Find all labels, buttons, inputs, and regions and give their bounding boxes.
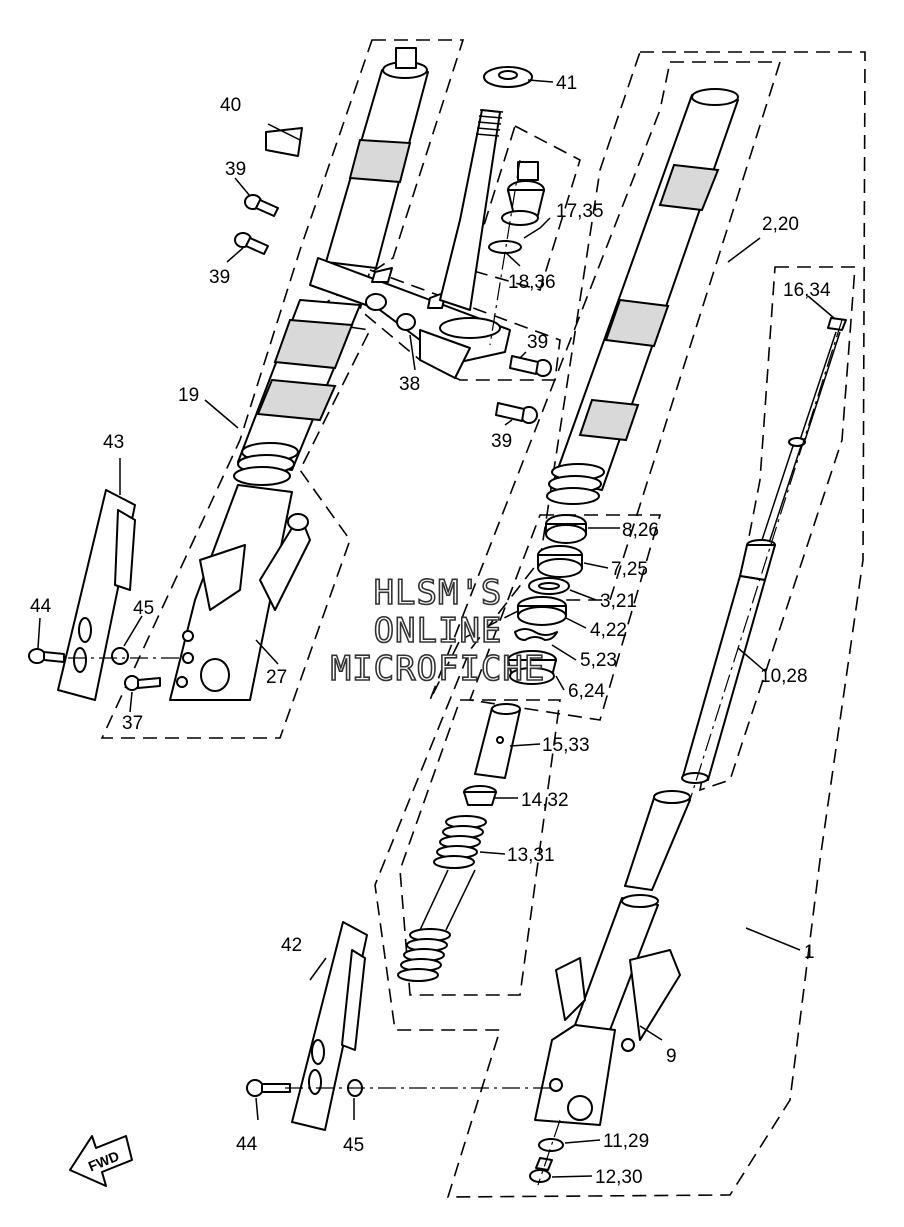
- callout-17-35: 17,35: [556, 201, 604, 222]
- cap-bolt-17: [488, 161, 545, 254]
- bolt-44-lower: [246, 1079, 291, 1097]
- fork-spring-13: [397, 815, 487, 982]
- outline-damper-rod: [698, 266, 856, 792]
- steering-stem: [439, 66, 533, 311]
- group-outlines: [100, 39, 866, 1198]
- bolts-39: [234, 194, 552, 424]
- bolt-39-upper-2: [234, 232, 269, 255]
- spring-seat-14: [463, 785, 497, 806]
- outline-cap-bolt: [468, 124, 581, 291]
- o-ring-18: [488, 240, 522, 254]
- fork-guard-42: [291, 921, 368, 1131]
- callout-8-26: 8,26: [622, 520, 659, 541]
- callout-16-34: 16,34: [783, 280, 831, 301]
- outline-inner-tube: [429, 61, 782, 701]
- stem-thread: [475, 109, 504, 137]
- callout-39-c: 39: [527, 332, 548, 353]
- bolt-12: [529, 1157, 553, 1183]
- watermark: HLSM'S ONLINE MICROFICHE: [330, 572, 546, 690]
- outline-bracket: [359, 268, 561, 381]
- bolt-39-upper-1: [244, 194, 279, 217]
- inner-tube-2: [546, 88, 739, 505]
- callout-45-b: 45: [343, 1135, 364, 1156]
- callout-37: 37: [122, 713, 143, 734]
- collar-45-upper: [111, 647, 129, 665]
- callout-15-33: 15,33: [542, 735, 590, 756]
- seal-kit: [507, 514, 587, 685]
- callout-11-29: 11,29: [603, 1131, 649, 1152]
- washer-11: [538, 1138, 564, 1152]
- callout-3-21: 3,21: [600, 591, 637, 612]
- outer-tube-9: [534, 790, 691, 1126]
- callout-5-23: 5,23: [580, 650, 617, 671]
- callout-39-d: 39: [491, 431, 512, 452]
- callout-14-32: 14,32: [521, 790, 569, 811]
- leader-lines: [37, 79, 835, 1178]
- callout-labels: 41 40 39 39 17,35 18,36 2,20 16,34 39 38…: [30, 73, 831, 1188]
- callout-44-b: 44: [236, 1134, 258, 1155]
- bolt-37: [124, 675, 161, 691]
- callout-4-22: 4,22: [590, 620, 627, 641]
- callout-43: 43: [103, 432, 124, 453]
- callout-39-a: 39: [225, 159, 246, 180]
- damper-rod-10: [681, 317, 847, 784]
- callout-41: 41: [556, 73, 577, 94]
- fwd-arrow-icon: FWD: [69, 1135, 133, 1187]
- left-fork-outer-tube: [169, 47, 429, 701]
- outline-spring-set: [399, 699, 561, 996]
- callout-6-24: 6,24: [568, 681, 605, 702]
- callout-19: 19: [178, 385, 199, 406]
- collar-15: [474, 703, 521, 779]
- watermark-line-2: ONLINE: [374, 611, 503, 651]
- watermark-line-3: MICROFICHE: [331, 649, 546, 689]
- fork-guard-43: [57, 489, 136, 701]
- callout-45-a: 45: [133, 598, 154, 619]
- fork-bracket-38: [309, 257, 511, 379]
- callout-9: 9: [666, 1046, 677, 1067]
- outline-seal-kit: [468, 514, 662, 721]
- callout-1: 1: [804, 942, 815, 963]
- outline-right-fork-assembly: [374, 51, 866, 1198]
- callout-42: 42: [281, 935, 302, 956]
- label-40: [265, 127, 303, 157]
- left-fork-seal-rings: [233, 442, 299, 486]
- callout-44-a: 44: [30, 596, 52, 617]
- callout-12-30: 12,30: [595, 1167, 643, 1188]
- callout-10-28: 10,28: [760, 666, 808, 687]
- clip-5: [514, 628, 558, 641]
- callout-18-36: 18,36: [508, 272, 556, 293]
- callout-27: 27: [266, 667, 287, 688]
- callout-39-b: 39: [209, 267, 230, 288]
- bolt-39-right-1: [509, 355, 552, 377]
- watermark-line-1: HLSM'S: [374, 573, 503, 613]
- callout-13-31: 13,31: [507, 845, 555, 866]
- callout-40: 40: [220, 95, 241, 116]
- nut-16: [827, 317, 847, 331]
- callout-7-25: 7,25: [611, 559, 648, 580]
- callout-38: 38: [399, 374, 420, 395]
- callout-2-20: 2,20: [762, 214, 799, 235]
- bolt-39-right-2: [495, 402, 538, 424]
- bolt-44-upper: [28, 648, 65, 664]
